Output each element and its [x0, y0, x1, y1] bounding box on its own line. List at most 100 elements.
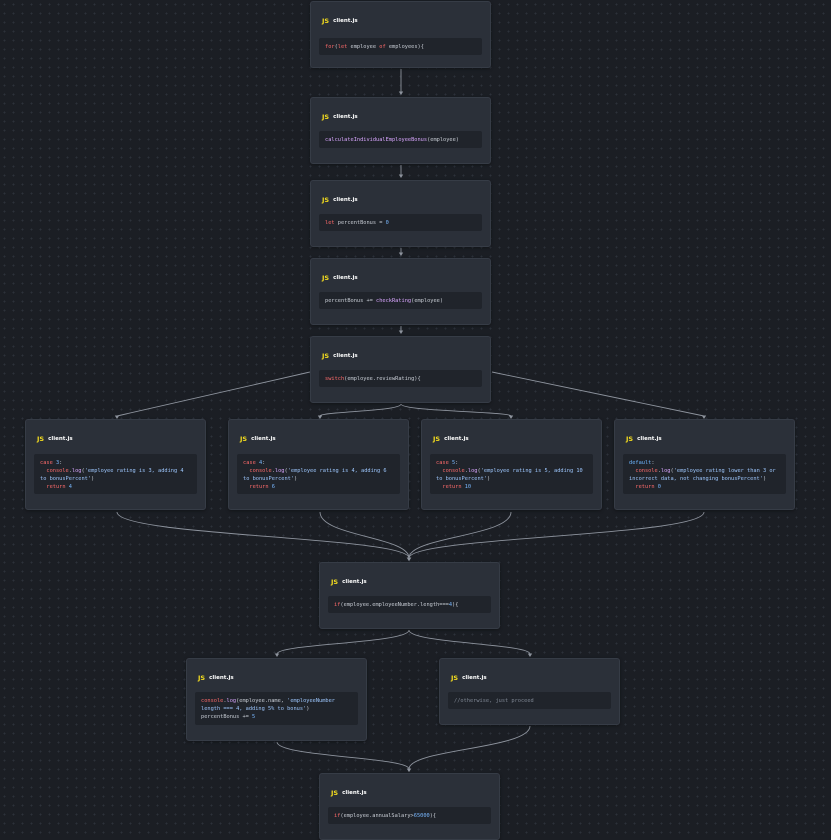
- code-token: case: [40, 460, 53, 466]
- js-icon: JS: [198, 674, 206, 682]
- code-token: if: [334, 601, 341, 608]
- js-icon: JS: [433, 435, 441, 443]
- code-token: default: [629, 460, 652, 466]
- code-line: case 4:: [243, 459, 394, 467]
- code-token: 10: [461, 484, 472, 490]
- code-token: .: [223, 698, 227, 704]
- edge-arrowhead: [701, 415, 707, 419]
- code-line: console.log(employee.name, 'employeeNumb…: [201, 697, 352, 713]
- code-block: console.log(employee.name, 'employeeNumb…: [195, 692, 358, 725]
- code-token: return: [46, 484, 66, 490]
- code-token: employee: [347, 43, 380, 50]
- code-token: checkRating: [376, 297, 412, 304]
- code-block: case 3: console.log('employee rating is …: [34, 454, 197, 494]
- code-line: case 5:: [436, 459, 587, 467]
- code-token: 3: [52, 460, 60, 466]
- code-token: (: [81, 468, 85, 474]
- code-token: :: [455, 460, 459, 466]
- node-file-name: client.js: [333, 18, 358, 24]
- edge-n9-n10: [408, 511, 705, 559]
- edge-n5-n7: [319, 403, 402, 417]
- code-token: (employee): [427, 136, 459, 143]
- code-token: ): [294, 476, 298, 482]
- code-token: :: [651, 460, 655, 466]
- code-token: 4: [65, 484, 72, 490]
- edge-n12-n13: [408, 725, 531, 770]
- code-token: console: [201, 698, 224, 704]
- code-block: if(employee.employeeNumber.length===4){: [328, 596, 491, 613]
- code-token: 65000: [413, 812, 430, 819]
- code-line: return 10: [436, 483, 587, 491]
- js-icon: JS: [322, 352, 330, 360]
- js-icon: JS: [451, 674, 459, 682]
- code-line: console.log('employee rating lower than …: [629, 467, 780, 483]
- edge-n10-n12: [408, 629, 531, 655]
- edge-arrowhead: [398, 91, 404, 95]
- edge-n5-n9: [491, 371, 705, 417]
- code-token: (employee): [411, 297, 444, 304]
- code-line: for(let employee of employees){: [325, 43, 476, 51]
- code-token: (: [477, 468, 481, 474]
- node-file-name: client.js: [342, 579, 367, 585]
- code-line: calculateIndividualEmployeeBonus(employe…: [325, 136, 476, 144]
- code-token: .: [68, 468, 72, 474]
- edge-n8-n10: [408, 511, 512, 559]
- code-token: for: [325, 43, 335, 50]
- code-token: log: [660, 468, 671, 474]
- edge-arrowhead: [317, 415, 323, 419]
- code-line: return 0: [629, 483, 780, 491]
- code-token: switch: [325, 375, 345, 382]
- code-token: .: [657, 468, 661, 474]
- code-token: :: [262, 460, 266, 466]
- code-token: 'employee rating lower than 3 or incorre…: [629, 468, 779, 482]
- code-line: let percentBonus = 0: [325, 219, 476, 227]
- code-token: (employee.name,: [236, 698, 288, 704]
- code-token: 5: [448, 460, 456, 466]
- code-token: console: [249, 468, 272, 474]
- code-token: console: [635, 468, 658, 474]
- code-line: case 3:: [40, 459, 191, 467]
- code-token: 'employee rating is 5, adding 10 to bonu…: [436, 468, 586, 482]
- code-token: log: [274, 468, 285, 474]
- js-icon: JS: [240, 435, 248, 443]
- node-file-name: client.js: [462, 675, 487, 681]
- code-token: .: [271, 468, 275, 474]
- code-token: .: [464, 468, 468, 474]
- code-line: percentBonus += 5: [201, 713, 352, 721]
- code-block: for(let employee of employees){: [319, 38, 482, 55]
- code-token: (employee.reviewRating){: [344, 375, 421, 382]
- js-icon: JS: [331, 789, 339, 797]
- code-token: 'employee rating is 3, adding 4 to bonus…: [40, 468, 187, 482]
- code-token: let: [337, 43, 348, 50]
- edge-n6-n10: [116, 511, 410, 559]
- code-token: case: [243, 460, 256, 466]
- code-token: (employee.annualSalary>: [340, 812, 414, 819]
- code-token: :: [59, 460, 63, 466]
- js-icon: JS: [37, 435, 45, 443]
- code-line: console.log('employee rating is 4, addin…: [243, 467, 394, 483]
- code-token: 4: [255, 460, 263, 466]
- code-line: return 6: [243, 483, 394, 491]
- code-token: console: [442, 468, 465, 474]
- code-block: let percentBonus = 0: [319, 214, 482, 231]
- code-token: of: [379, 43, 386, 50]
- code-line: percentBonus += checkRating(employee): [325, 297, 476, 305]
- code-token: return: [635, 484, 655, 490]
